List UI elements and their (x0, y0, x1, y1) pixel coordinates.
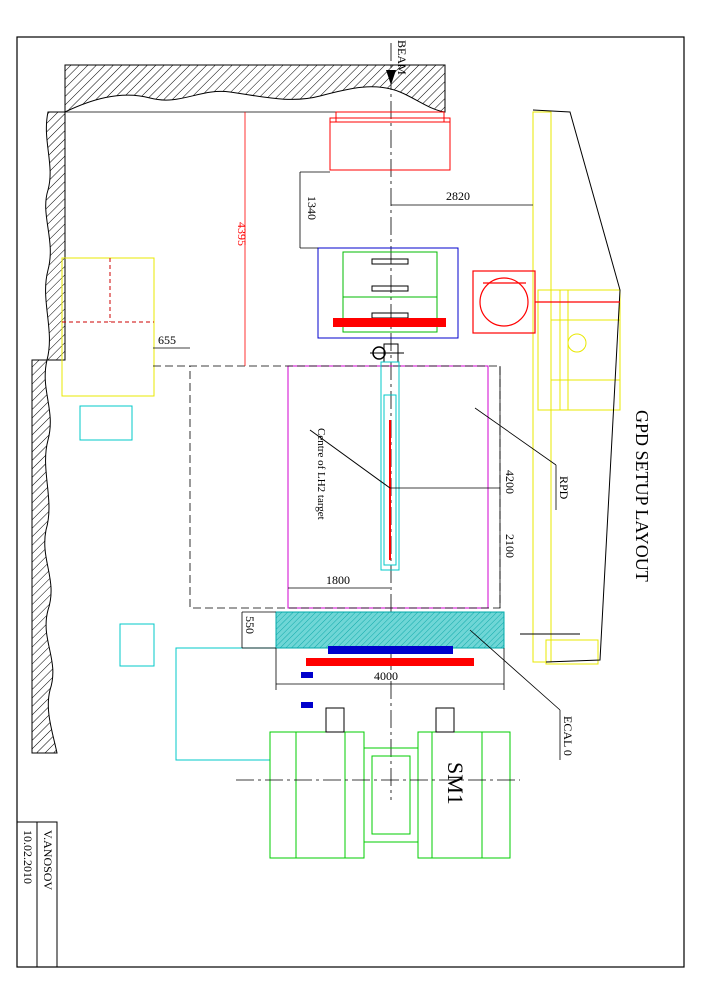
drawing-frame (16, 36, 685, 968)
dim-550: 550 (243, 616, 257, 634)
drawing-title: GPD SETUP LAYOUT (632, 410, 652, 582)
dim-2100: 2100 (503, 534, 517, 558)
lh2-target (380, 361, 400, 571)
dim-655: 655 (158, 333, 176, 347)
dim-4395: 4395 (235, 222, 249, 246)
target-centre-line (309, 429, 391, 489)
beam-label: BEAM (395, 40, 409, 75)
rpd-label: RPD (557, 476, 571, 500)
sm1-label: SM1 (443, 762, 468, 805)
ecal-label: ECAL 0 (561, 716, 575, 756)
title-block: V.ANOSOV 10.02.2010 (16, 821, 58, 968)
right-edge (532, 109, 621, 663)
cyan-square-2 (119, 623, 155, 667)
dim-1340: 1340 (305, 196, 319, 220)
target-centre-label: Centre of LH2 target (315, 428, 327, 520)
target-holder-icon (370, 343, 404, 363)
drawing-date: 10.02.2010 (21, 830, 35, 884)
cyan-cable (175, 647, 276, 761)
dim-1800: 1800 (326, 573, 350, 587)
round-element (472, 270, 620, 334)
dim-4200: 4200 (503, 470, 517, 494)
dim-2820: 2820 (446, 189, 470, 203)
cyan-square-1 (79, 405, 133, 441)
hall-wall (31, 64, 446, 754)
dimension-lines (153, 112, 533, 690)
sm1-magnet (269, 707, 511, 859)
author-name: V.ANOSOV (41, 830, 55, 890)
silicon-station (317, 247, 459, 339)
upstream-detector (329, 111, 451, 171)
ecal0 (275, 611, 505, 708)
dim-4000: 4000 (374, 669, 398, 683)
yellow-platform (61, 111, 621, 665)
